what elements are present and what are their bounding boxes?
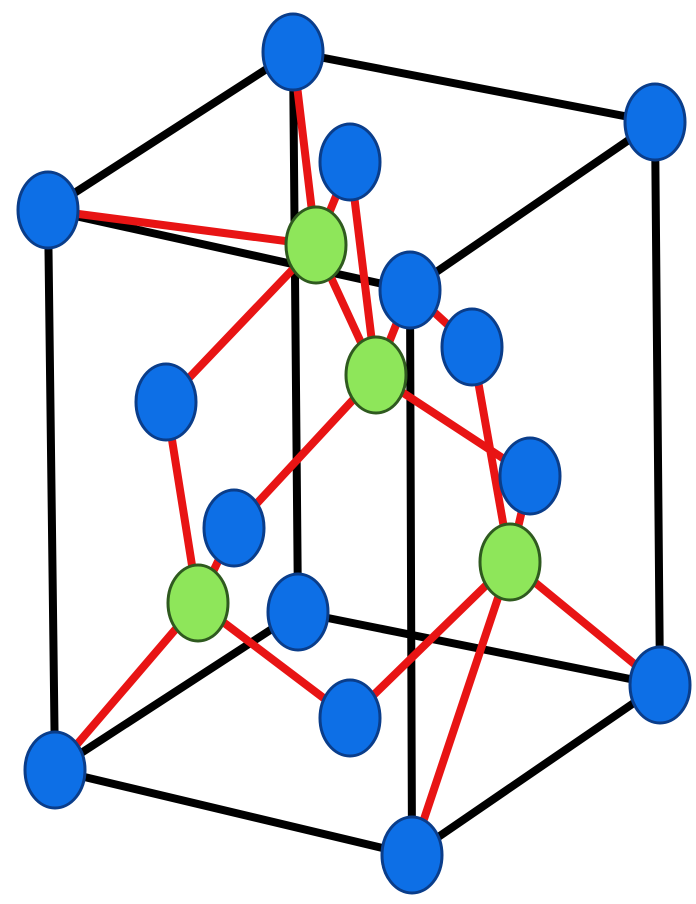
- atom-blue-bottom-right: [628, 645, 692, 725]
- atom-blue-bottom-inner: [318, 678, 382, 758]
- cell-edge-bb-bl: [51, 608, 302, 774]
- atom-blue-top-front: [378, 250, 442, 330]
- atom-blue-right-face: [498, 436, 562, 516]
- atom-blue-upper-inner: [318, 122, 382, 202]
- bond-g1-a3: [162, 241, 320, 406]
- atom-blue-bottom-front: [380, 815, 444, 895]
- atom-blue-center-inner: [202, 488, 266, 568]
- bond-g4-bf: [408, 558, 514, 859]
- atom-blue-bottom-left: [23, 730, 87, 810]
- atom-blue-top-left: [16, 170, 80, 250]
- atoms: [16, 12, 692, 895]
- bond-g1-tl: [44, 206, 320, 249]
- atom-green-2: [344, 335, 408, 415]
- atom-green-4: [478, 522, 542, 602]
- cell-edge-tb-tr: [289, 48, 659, 126]
- cell-edge-tf-bf: [406, 286, 416, 859]
- bond-g3-bl: [51, 599, 202, 774]
- cell-edge-tr-br: [651, 118, 664, 689]
- cell-edge-tl-tf: [44, 206, 414, 294]
- atom-blue-bottom-back: [266, 572, 330, 652]
- atom-blue-top-back: [261, 12, 325, 92]
- cell-edge-br-bf: [408, 681, 664, 859]
- cell-edge-tb-bb: [289, 48, 302, 616]
- cell-edge-bl-bf: [51, 766, 416, 859]
- atom-blue-left-face: [134, 362, 198, 442]
- atom-blue-top-right: [623, 82, 687, 162]
- atom-green-1: [284, 205, 348, 285]
- cell-edge-tr-tf: [406, 118, 659, 294]
- cell-edge-tl-bl: [44, 206, 59, 774]
- atom-blue-right-inner: [440, 307, 504, 387]
- cell-edge-tb-tl: [44, 48, 297, 214]
- atom-green-3: [166, 563, 230, 643]
- bond-g4-a6: [346, 558, 514, 722]
